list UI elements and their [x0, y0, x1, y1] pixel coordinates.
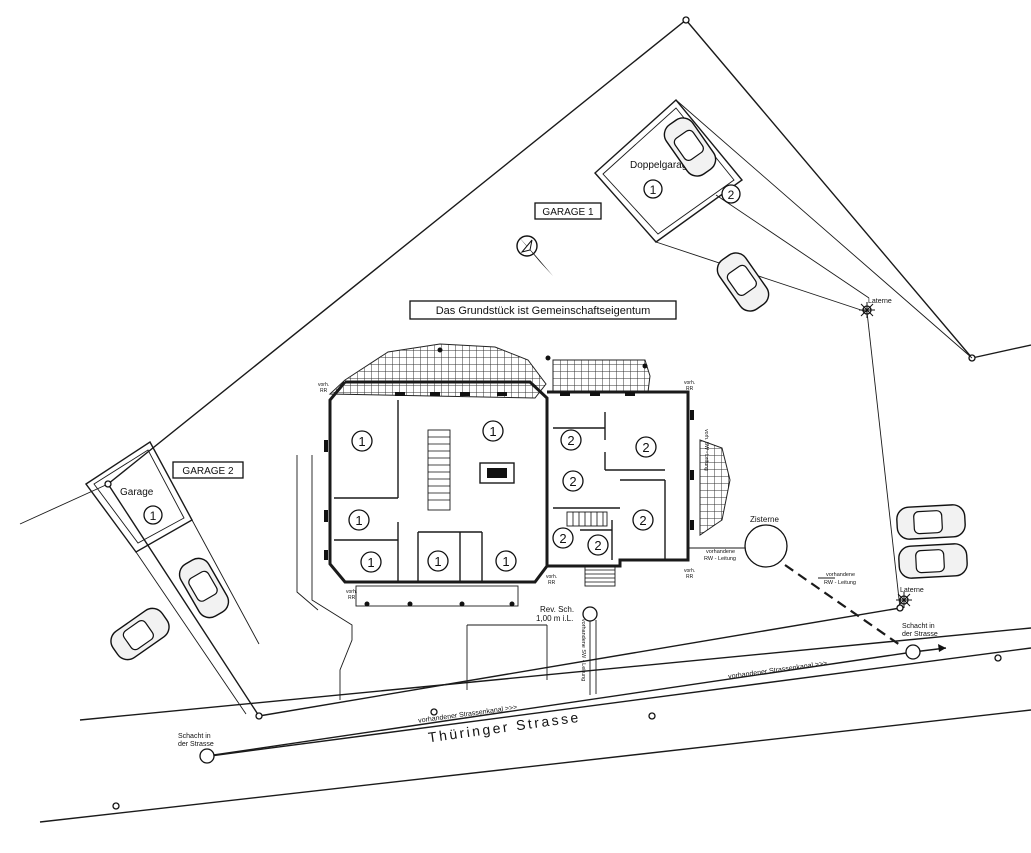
car-icon — [178, 557, 230, 619]
unit-2-marker: 2 — [728, 188, 735, 202]
house-unit-marker: 1 — [502, 554, 509, 569]
garage-unit-1-marker: 1 — [150, 509, 157, 523]
schacht-right-label-1: Schacht in — [902, 623, 935, 630]
car-icon — [716, 252, 770, 312]
rw-leitung-2-label-b: RW - Leitung — [824, 580, 856, 586]
rw-leitung-1-label-b: RW - Leitung — [704, 556, 736, 562]
garage-1-label-box: GARAGE 1 — [534, 202, 602, 220]
car-icon — [898, 543, 968, 579]
schacht-left-label-1: Schacht in — [178, 733, 211, 740]
rw-leitung-1-label-a: vorhandene — [706, 549, 735, 555]
lantern-top: Laterne — [859, 298, 892, 318]
sewer-lines — [206, 547, 947, 757]
north-arrow-icon — [516, 235, 553, 276]
schacht-left-label-2: der Strasse — [178, 741, 214, 748]
cistern: Zisterne vorhandene RW - Leitung vorhand… — [704, 515, 856, 586]
rr-label: RR — [348, 595, 356, 601]
rr-label: RR — [686, 574, 694, 580]
staircase — [566, 511, 608, 527]
schacht-right-label-2: der Strasse — [902, 631, 938, 638]
rr-label: RR — [686, 386, 694, 392]
property-boundary — [19, 16, 1031, 720]
house-unit-marker: 1 — [434, 554, 441, 569]
community-property-notice: Das Grundstück ist Gemeinschaftseigentum — [409, 300, 677, 320]
laterne-bottom-label: Laterne — [900, 587, 924, 594]
rev-sch-label-1: Rev. Sch. — [540, 605, 574, 614]
schacht-right: Schacht in der Strasse — [902, 623, 938, 660]
vorh-rr-label: vorh. — [318, 382, 329, 388]
double-garage: Doppelgarage 1 2 — [594, 98, 973, 359]
vorh-rr-label: vorh. — [546, 574, 557, 580]
single-garage: Garage 1 — [84, 440, 260, 715]
schacht-left: Schacht in der Strasse — [178, 733, 215, 764]
garage-1-label: GARAGE 1 — [542, 207, 594, 218]
house-unit-marker: 2 — [594, 538, 601, 553]
rw-leitung-2-label-a: vorhandene — [826, 572, 855, 578]
car-icon — [663, 117, 717, 177]
zisterne-label: Zisterne — [750, 515, 779, 524]
unit-markers: 1 1 1 1 1 1 2 2 2 2 2 2 — [348, 420, 657, 573]
house-unit-marker: 2 — [567, 433, 574, 448]
house-unit-marker: 2 — [569, 474, 576, 489]
house-unit-marker: 1 — [367, 555, 374, 570]
community-property-label: Das Grundstück ist Gemeinschaftseigentum — [436, 305, 651, 317]
vorh-rr-label: vorh. — [684, 380, 695, 386]
laterne-top-label: Laterne — [868, 298, 892, 305]
unit-1-marker: 1 — [650, 183, 657, 197]
sw-leitung-label: vorhandene SW - Leitung — [580, 619, 586, 681]
house-unit-marker: 1 — [489, 424, 496, 439]
house-unit-marker: 1 — [358, 434, 365, 449]
vorh-rr-label: vorh. — [346, 589, 357, 595]
house-unit-marker: 1 — [355, 513, 362, 528]
car-icon — [110, 607, 170, 661]
car-icon — [896, 504, 966, 540]
staircase — [584, 565, 616, 587]
garage-2-label: GARAGE 2 — [182, 466, 234, 477]
garage-2-label-box: GARAGE 2 — [172, 461, 244, 479]
rev-sch-label-2: 1,00 m i.L. — [536, 614, 573, 623]
lantern-bottom: Laterne — [896, 587, 924, 608]
house-unit-marker: 2 — [642, 440, 649, 455]
vorh-rr-label: vorh. — [684, 568, 695, 574]
doppelgarage-label: Doppelgarage — [630, 160, 693, 171]
staircase — [427, 429, 451, 511]
rr-label: RR — [548, 580, 556, 586]
revision-shaft: Rev. Sch. 1,00 m i.L. vorhandene SW - Le… — [536, 605, 598, 681]
garage-label: Garage — [120, 487, 154, 498]
house-unit-marker: 2 — [639, 513, 646, 528]
rr-label: RR — [320, 388, 328, 394]
sw-leitung-right-label: vorh. SW - Leitung — [703, 429, 709, 471]
house-unit-marker: 2 — [559, 531, 566, 546]
house-floor-plan: vorh. RR vorh. RR vorh. RR vorh. RR vorh… — [296, 343, 731, 700]
